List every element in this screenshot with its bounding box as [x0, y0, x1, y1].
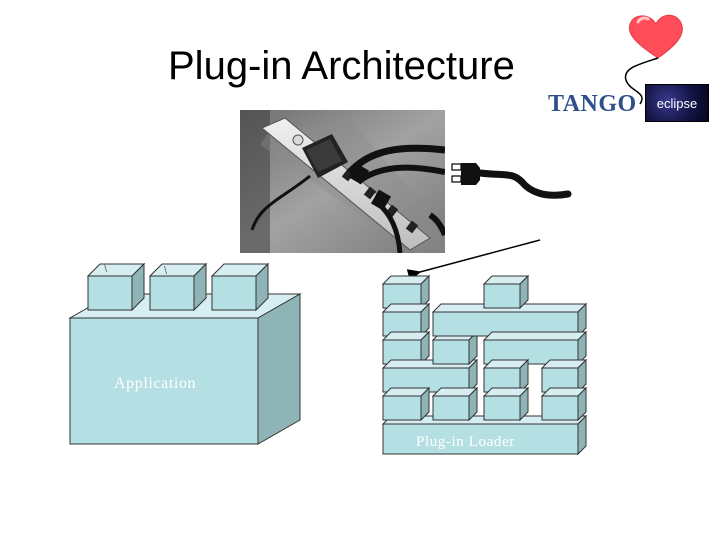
- power-strip-illustration: [240, 110, 445, 253]
- application-block: [68, 293, 302, 445]
- application-socket-3: [210, 262, 270, 312]
- plugin-loader-label: Plug-in Loader: [416, 434, 515, 450]
- slide-title: Plug-in Architecture: [168, 44, 515, 88]
- socket-mark-1: \: [104, 263, 108, 275]
- plug-icon: [451, 163, 572, 199]
- arrow-icon: [406, 239, 541, 281]
- application-socket-2: [148, 262, 208, 312]
- application-socket-1: [86, 262, 146, 312]
- socket-mark-2: \: [164, 265, 168, 277]
- plugin-loader-block: [381, 414, 588, 456]
- eclipse-logo: eclipse: [645, 84, 709, 122]
- application-label: Application: [114, 375, 196, 392]
- heart-icon: [624, 14, 683, 105]
- power-strip-photo: [240, 110, 445, 253]
- eclipse-logo-text: eclipse: [656, 95, 698, 111]
- brick-wall: [381, 274, 588, 422]
- tango-logo: TANGO: [548, 91, 637, 117]
